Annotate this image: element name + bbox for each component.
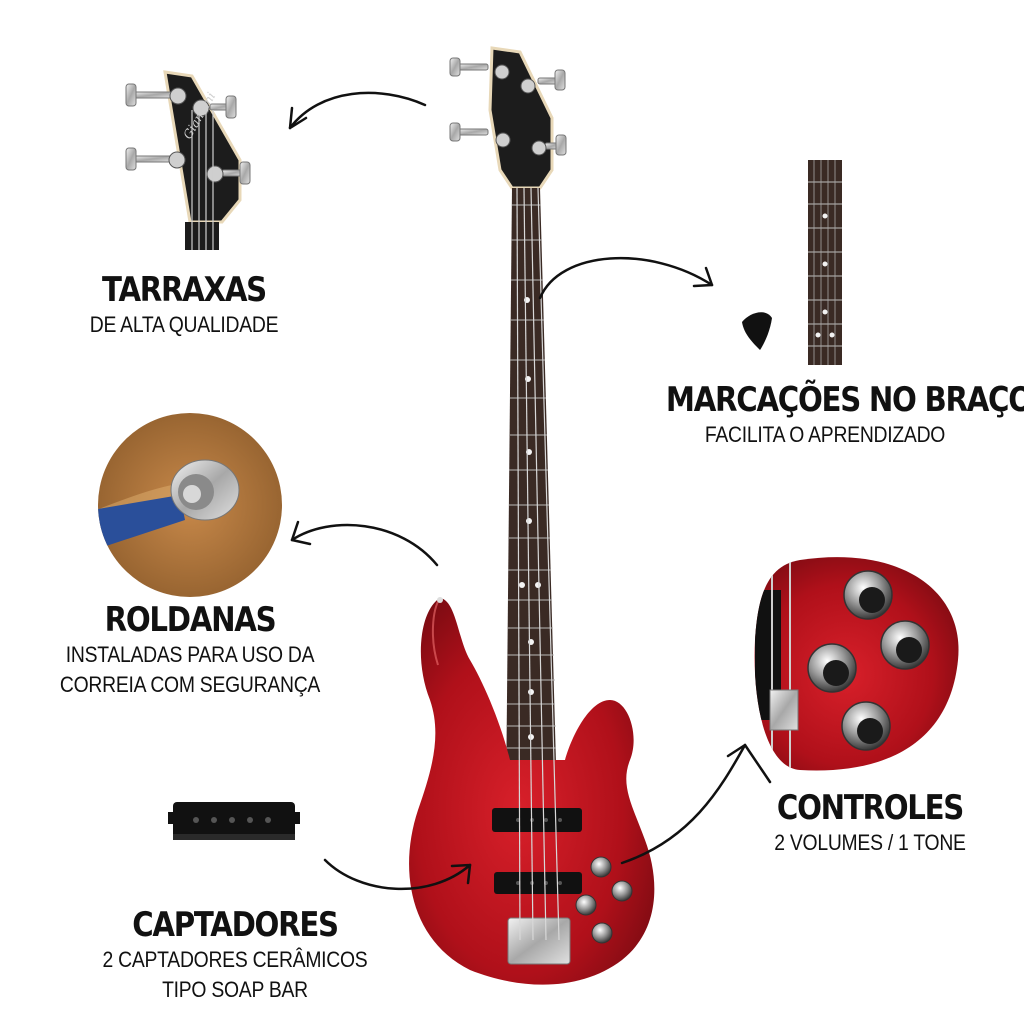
marcacoes-title: MARCAÇÕES NO BRAÇO	[665, 380, 1024, 420]
main-bass	[409, 46, 655, 985]
label-tarraxas: TARRAXAS DE ALTA QUALIDADE	[34, 270, 334, 340]
controles-title: CONTROLES	[776, 788, 964, 828]
detail-controls	[754, 557, 959, 771]
arrow-captadores	[323, 858, 472, 890]
detail-headstock: Giannini	[125, 70, 251, 250]
pick-icon	[742, 312, 772, 350]
label-marcacoes: MARCAÇÕES NO BRAÇO FACILITA O APRENDIZAD…	[640, 380, 1024, 450]
main-pickup-bridge	[494, 872, 582, 894]
roldanas-title: ROLDANAS	[104, 600, 277, 640]
main-bridge	[507, 917, 571, 965]
arrow-roldanas	[290, 523, 439, 567]
arrow-controles	[620, 743, 772, 865]
label-captadores: CAPTADORES 2 CAPTADORES CERÂMICOS TIPO S…	[70, 905, 400, 1005]
roldanas-line-2: CORREIA COM SEGURANÇA	[59, 672, 321, 697]
arrow-tarraxas	[288, 91, 427, 130]
captadores-line-2: TIPO SOAP BAR	[162, 977, 308, 1002]
tarraxas-subtitle: DE ALTA QUALIDADE	[89, 312, 279, 337]
main-pickup-neck	[492, 808, 582, 832]
controles-subtitle: 2 VOLUMES / 1 TONE	[774, 830, 966, 855]
label-controles: CONTROLES 2 VOLUMES / 1 TONE	[740, 788, 1000, 858]
captadores-title: CAPTADORES	[132, 905, 339, 945]
arrow-marcacoes	[538, 256, 714, 300]
tarraxas-title: TARRAXAS	[102, 270, 267, 310]
roldanas-line-1: INSTALADAS PARA USO DA	[65, 642, 315, 667]
arrows	[288, 91, 772, 890]
detail-pickup	[168, 802, 300, 840]
captadores-line-1: 2 CAPTADORES CERÂMICOS	[102, 947, 368, 972]
detail-fretboard	[742, 160, 842, 365]
label-roldanas: ROLDANAS INSTALADAS PARA USO DA CORREIA …	[20, 600, 360, 700]
detail-strap-button	[98, 413, 282, 597]
marcacoes-subtitle: FACILITA O APRENDIZADO	[704, 422, 946, 447]
